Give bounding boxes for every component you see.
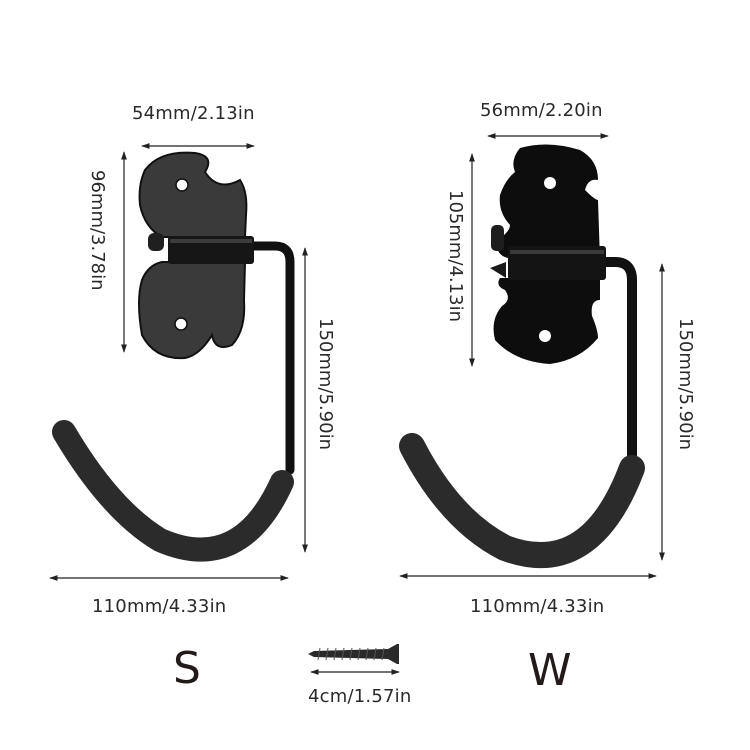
screw-length-label: 4cm/1.57in [308,686,412,707]
s-plate-width-label: 54mm/2.13in [132,103,255,124]
w-plate-width-label: 56mm/2.20in [480,100,603,121]
hook-s-illustration [52,151,295,562]
s-hook-height-label: 150mm/5.90in [315,318,336,450]
w-hook-width-label: 110mm/4.33in [470,596,605,617]
s-variant-label: S [173,643,201,694]
screw-illustration [308,644,399,664]
s-hook-width-label: 110mm/4.33in [92,596,227,617]
w-hook-height-label: 150mm/5.90in [675,318,696,450]
hook-w-illustration [399,144,645,569]
s-plate-height-label: 96mm/3.78in [87,170,108,291]
w-variant-label: W [528,645,572,696]
w-plate-height-label: 105mm/4.13in [445,190,466,322]
